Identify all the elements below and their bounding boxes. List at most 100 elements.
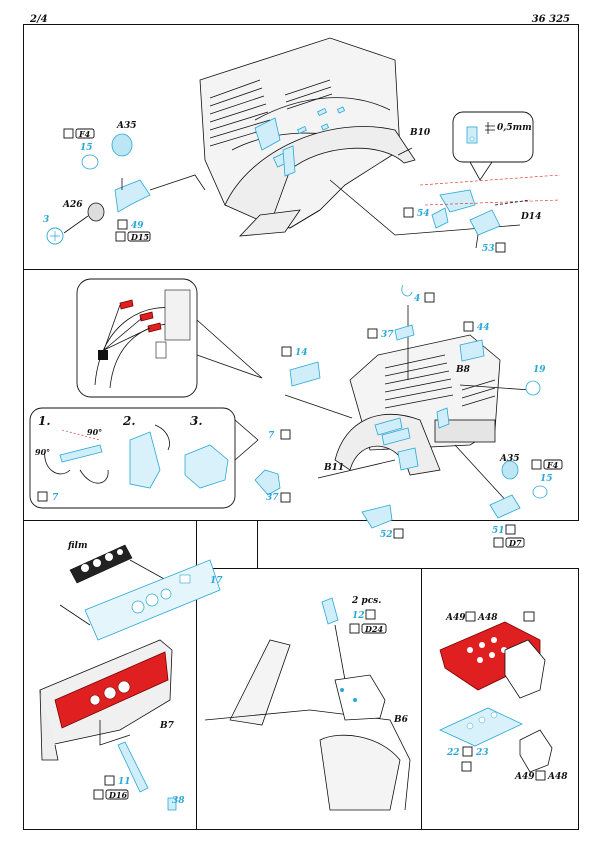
check-box-7-step xyxy=(37,491,48,502)
label-pe-44: 44 xyxy=(477,323,490,333)
panel-fender-left xyxy=(23,269,579,521)
label-pe-53: 53 xyxy=(482,244,495,254)
check-box-14 xyxy=(281,346,292,357)
label-pe-17: 17 xyxy=(210,576,223,586)
seq-icon-23 xyxy=(462,746,473,757)
check-box-37b xyxy=(280,492,291,503)
page-number: 2/4 xyxy=(30,14,48,25)
seq-icon-f4-mid xyxy=(531,459,542,470)
label-film: film xyxy=(67,541,88,551)
label-pe-14: 14 xyxy=(295,348,308,358)
part-box-f4-mid xyxy=(543,459,563,470)
label-d14: D14 xyxy=(520,212,541,222)
label-f4-top: F4 xyxy=(78,129,91,139)
check-box-49 xyxy=(117,219,128,230)
label-pe-23: 23 xyxy=(475,748,489,758)
seq-icon-d24 xyxy=(349,623,360,634)
label-pe-38: 38 xyxy=(172,796,185,806)
check-box-53 xyxy=(495,242,506,253)
film-icon-top xyxy=(523,611,535,622)
label-b6: B6 xyxy=(393,715,409,725)
label-a49-bottom: A49 xyxy=(514,772,535,782)
step-2: 2. xyxy=(122,414,136,428)
mid-steps-bubble xyxy=(29,407,259,509)
film-strip xyxy=(69,544,133,584)
panel-pedals xyxy=(421,568,579,830)
label-pe-52: 52 xyxy=(380,530,393,540)
label-a48-bottom: A48 xyxy=(547,772,568,782)
mid-hood-drawing xyxy=(284,305,531,506)
angle-a: 90° xyxy=(87,427,102,437)
seq-icon-a48-top xyxy=(465,611,476,622)
mid-zoom-bubble xyxy=(76,278,263,398)
step-1: 1. xyxy=(38,414,51,428)
seq-icon-d7 xyxy=(493,537,504,548)
dashboard-body xyxy=(39,639,177,811)
label-a48-top: A48 xyxy=(477,613,498,623)
label-pe-19: 19 xyxy=(533,365,546,375)
label-pe-7-step: 7 xyxy=(52,493,59,503)
top-detail-bubble: 0,5mm xyxy=(452,111,534,181)
dashboard-pe-panel xyxy=(84,559,221,641)
check-box-54 xyxy=(403,207,414,218)
pedal-top xyxy=(439,621,546,699)
part-box-d16 xyxy=(105,789,129,800)
check-box-11 xyxy=(104,775,115,786)
top-right-brackets xyxy=(419,174,561,249)
part-box-f4-top xyxy=(75,128,95,139)
label-b10: B10 xyxy=(409,128,431,138)
label-pe-4: 4 xyxy=(414,294,420,304)
label-pe-37b: 37 xyxy=(266,493,279,503)
label-qty: 2 pcs. xyxy=(351,596,381,606)
label-pe-37a: 37 xyxy=(381,330,394,340)
part-box-d15 xyxy=(127,231,151,242)
label-a49-top: A49 xyxy=(445,613,466,623)
label-pe-11: 11 xyxy=(118,777,131,787)
seq-icon-d16 xyxy=(93,789,104,800)
pedal-bottom xyxy=(439,707,553,773)
label-b11: B11 xyxy=(323,463,344,473)
check-box-51 xyxy=(505,524,516,535)
label-f4-mid: F4 xyxy=(546,460,559,470)
label-pe-22: 22 xyxy=(446,748,460,758)
check-box-4 xyxy=(424,292,435,303)
label-b7: B7 xyxy=(159,721,175,731)
seq-icon-d15 xyxy=(115,231,126,242)
product-code: 36 325 xyxy=(531,14,570,25)
check-box-44 xyxy=(463,321,474,332)
check-box-12 xyxy=(365,609,376,620)
label-pe-12: 12 xyxy=(352,611,365,621)
check-box-37a xyxy=(367,328,378,339)
angle-b: 90° xyxy=(35,447,50,457)
floor-drawing xyxy=(204,597,411,811)
label-a35-top: A35 xyxy=(116,121,137,131)
check-box-52 xyxy=(393,528,404,539)
label-b8: B8 xyxy=(455,365,471,375)
seq-icon-f4-top xyxy=(63,128,74,139)
step-3: 3. xyxy=(190,414,203,428)
label-d7: D7 xyxy=(508,538,522,548)
check-box-22 xyxy=(461,761,472,772)
label-d15: D15 xyxy=(130,232,150,242)
part-box-d7 xyxy=(505,537,525,548)
label-d24: D24 xyxy=(364,624,384,634)
label-a26: A26 xyxy=(62,200,83,210)
label-pe-49: 49 xyxy=(131,221,144,231)
label-pe-15-top: 15 xyxy=(80,143,93,153)
label-dim: 0,5mm xyxy=(497,123,532,133)
label-a35-mid: A35 xyxy=(499,454,520,464)
label-pe-54: 54 xyxy=(417,209,430,219)
label-d16: D16 xyxy=(108,790,128,800)
check-box-7b xyxy=(280,429,291,440)
label-pe-3: 3 xyxy=(43,215,49,225)
label-pe-51: 51 xyxy=(492,526,505,536)
top-hood-drawing xyxy=(149,37,521,237)
part-box-d24 xyxy=(361,623,387,634)
label-pe-15-mid: 15 xyxy=(540,474,553,484)
panel-connector xyxy=(196,520,258,569)
label-pe-7b: 7 xyxy=(268,431,275,441)
seq-icon-a48-bottom xyxy=(535,770,546,781)
top-left-parts xyxy=(46,133,151,245)
